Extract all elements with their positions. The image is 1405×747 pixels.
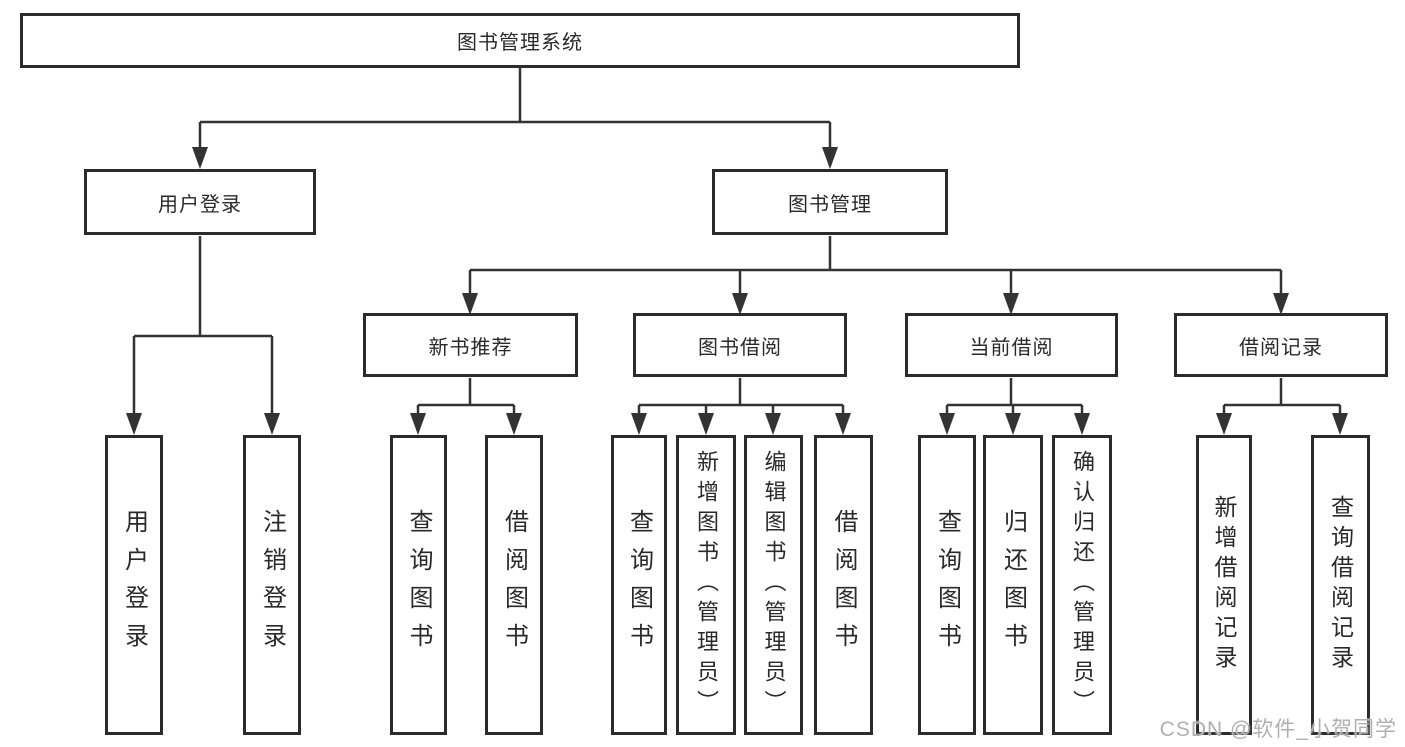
leaf-edit-books-admin: 编辑图书（管理员） [744, 435, 803, 735]
leaf-query-books-recommend: 查询图书 [390, 435, 447, 735]
node-book-management-label: 图书管理 [788, 193, 872, 216]
leaf-logout-label: 注销登录 [258, 509, 286, 661]
node-user-login: 用户登录 [84, 169, 316, 235]
node-new-book-recommend-label: 新书推荐 [428, 336, 513, 359]
leaf-add-books-admin-label: 新增图书（管理员） [694, 450, 719, 720]
leaf-return-books-label: 归还图书 [999, 509, 1027, 661]
leaf-query-books-current-label: 查询图书 [933, 509, 961, 661]
leaf-query-books-current: 查询图书 [918, 435, 976, 735]
leaf-borrow-books-label: 借阅图书 [830, 509, 857, 661]
leaf-return-books: 归还图书 [983, 435, 1043, 735]
node-book-management: 图书管理 [712, 169, 948, 235]
node-current-borrowing: 当前借阅 [905, 313, 1118, 377]
node-user-login-label: 用户登录 [158, 193, 242, 216]
leaf-query-books-borrowing: 查询图书 [611, 435, 667, 735]
leaf-confirm-return-admin: 确认归还（管理员） [1052, 435, 1112, 735]
node-borrowing-records: 借阅记录 [1174, 313, 1388, 377]
leaf-add-borrow-record: 新增借阅记录 [1196, 435, 1252, 735]
node-book-borrowing: 图书借阅 [633, 313, 847, 377]
leaf-query-books-recommend-label: 查询图书 [405, 509, 432, 661]
node-borrowing-records-label: 借阅记录 [1239, 336, 1323, 359]
node-root-system: 图书管理系统 [20, 13, 1020, 68]
leaf-query-borrow-record: 查询借阅记录 [1311, 435, 1370, 735]
leaf-borrow-books: 借阅图书 [814, 435, 873, 735]
leaf-user-login: 用户登录 [105, 435, 163, 735]
leaf-confirm-return-admin-label: 确认归还（管理员） [1070, 450, 1095, 720]
arrowheads [126, 147, 1348, 435]
node-new-book-recommend: 新书推荐 [363, 313, 578, 377]
leaf-query-books-borrowing-label: 查询图书 [625, 509, 653, 661]
csdn-watermark: CSDN @软件_小贺同学 [1159, 718, 1397, 741]
node-current-borrowing-label: 当前借阅 [969, 336, 1054, 359]
leaf-query-borrow-record-label: 查询借阅记录 [1327, 495, 1354, 675]
node-book-borrowing-label: 图书借阅 [698, 336, 782, 359]
leaf-borrow-books-recommend: 借阅图书 [485, 435, 543, 735]
leaf-borrow-books-recommend-label: 借阅图书 [500, 509, 528, 661]
leaf-edit-books-admin-label: 编辑图书（管理员） [761, 450, 787, 720]
leaf-user-login-label: 用户登录 [120, 509, 148, 661]
node-root-system-label: 图书管理系统 [457, 32, 583, 54]
leaf-logout: 注销登录 [243, 435, 301, 735]
leaf-add-books-admin: 新增图书（管理员） [676, 435, 736, 735]
connector-paths [132, 68, 1342, 430]
leaf-add-borrow-record-label: 新增借阅记录 [1211, 495, 1237, 675]
